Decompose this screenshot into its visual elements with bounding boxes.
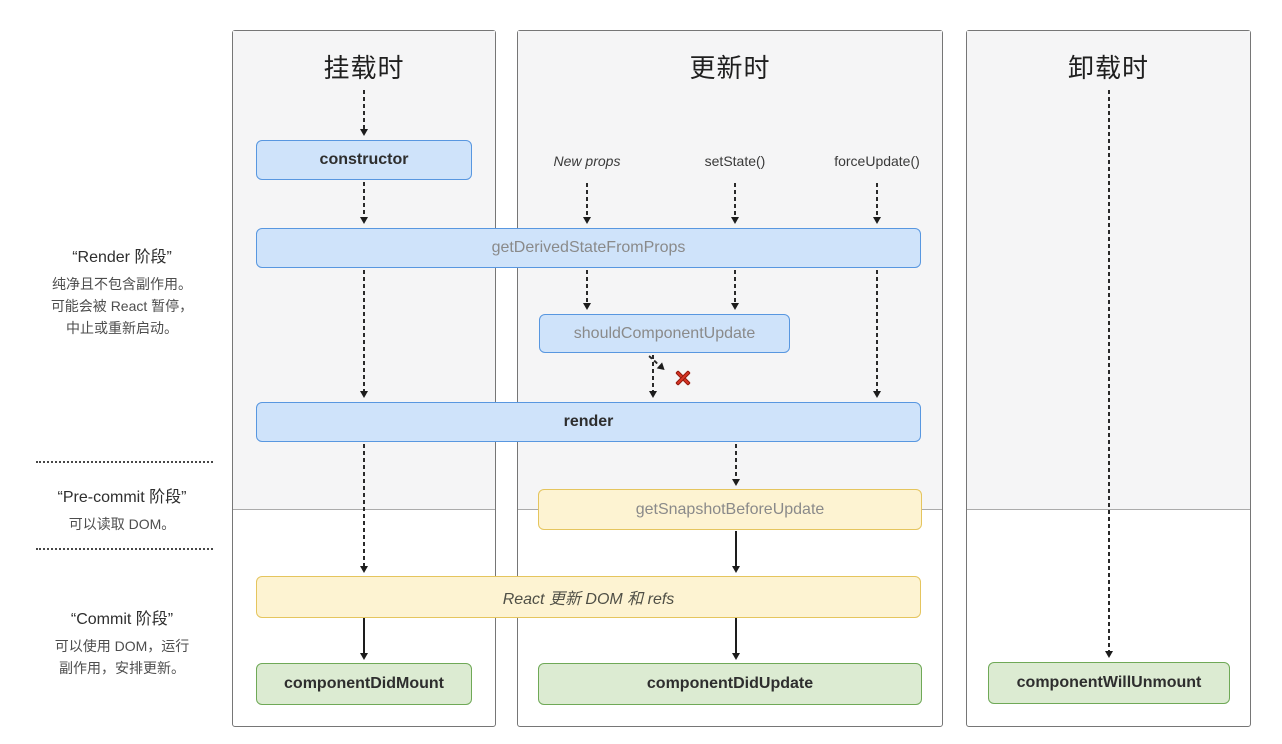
render-phase-desc-line: 中止或重新启动。 <box>66 320 178 336</box>
arrow-render-to-reactupdates <box>359 444 368 573</box>
arrow-scu-to-render <box>648 355 657 398</box>
render-box[interactable]: render <box>256 402 921 442</box>
arrow-reactupdates-to-cdm <box>359 618 368 660</box>
commit-phase-label: “Commit 阶段” 可以使用 DOM，运行 副作用，安排更新。 <box>18 605 226 679</box>
arrow-constructor-to-gdsfp <box>359 182 368 224</box>
column-title-unmounting: 卸载时 <box>1067 53 1149 83</box>
commit-phase-title: “Commit 阶段” <box>70 611 174 628</box>
component-did-mount-box[interactable]: componentDidMount <box>256 663 472 705</box>
should-component-update-box[interactable]: shouldComponentUpdate <box>539 314 790 353</box>
updating-column-panel <box>517 30 943 727</box>
arrow-gdsfp-to-scu-left <box>582 270 591 310</box>
get-snapshot-before-update-box[interactable]: getSnapshotBeforeUpdate <box>538 489 922 530</box>
arrow-setstate-to-gdsfp <box>730 183 739 224</box>
pre-commit-phase-title: “Pre-commit 阶段” <box>57 489 187 506</box>
arrow-gdsfp-to-render-mounting <box>359 270 368 398</box>
arrow-reactupdates-to-cdu <box>731 618 740 660</box>
render-phase-desc-line: 可能会被 React 暂停， <box>50 298 194 314</box>
phase-separator <box>36 548 213 550</box>
arrow-render-to-gsbu <box>731 444 740 486</box>
arrow-newprops-to-gdsfp <box>582 183 591 224</box>
pre-commit-phase-label: “Pre-commit 阶段” 可以读取 DOM。 <box>18 483 226 535</box>
render-phase-title: “Render 阶段” <box>72 249 172 266</box>
column-title-mounting: 挂载时 <box>323 53 405 83</box>
pre-commit-phase-desc-line: 可以读取 DOM。 <box>68 516 176 532</box>
commit-phase-desc-line: 副作用，安排更新。 <box>59 660 185 676</box>
arrow-mounting-to-constructor <box>359 90 368 136</box>
commit-phase-desc-line: 可以使用 DOM，运行 <box>54 638 190 654</box>
component-will-unmount-box[interactable]: componentWillUnmount <box>988 662 1230 704</box>
arrow-unmounting-to-cwu <box>1104 90 1113 658</box>
column-title-updating: 更新时 <box>689 53 771 83</box>
trigger-set-state: setState() <box>704 153 766 169</box>
get-derived-state-from-props-box[interactable]: getDerivedStateFromProps <box>256 228 921 268</box>
render-phase-label: “Render 阶段” 纯净且不包含副作用。 可能会被 React 暂停， 中止… <box>18 243 226 339</box>
trigger-force-update: forceUpdate() <box>834 153 920 169</box>
constructor-box[interactable]: constructor <box>256 140 472 180</box>
phase-separator <box>36 461 213 463</box>
arrow-gsbu-to-reactupdates <box>731 531 740 573</box>
react-updates-dom-box: React 更新 DOM 和 refs <box>256 576 921 618</box>
trigger-new-props: New props <box>553 153 621 169</box>
render-phase-desc-line: 纯净且不包含副作用。 <box>52 276 192 292</box>
arrow-forceupdate-to-gdsfp <box>872 183 881 224</box>
arrow-forceupdate-to-render <box>872 270 881 398</box>
abort-x-icon <box>674 369 692 387</box>
arrow-gdsfp-to-scu-right <box>730 270 739 310</box>
component-did-update-box[interactable]: componentDidUpdate <box>538 663 922 705</box>
